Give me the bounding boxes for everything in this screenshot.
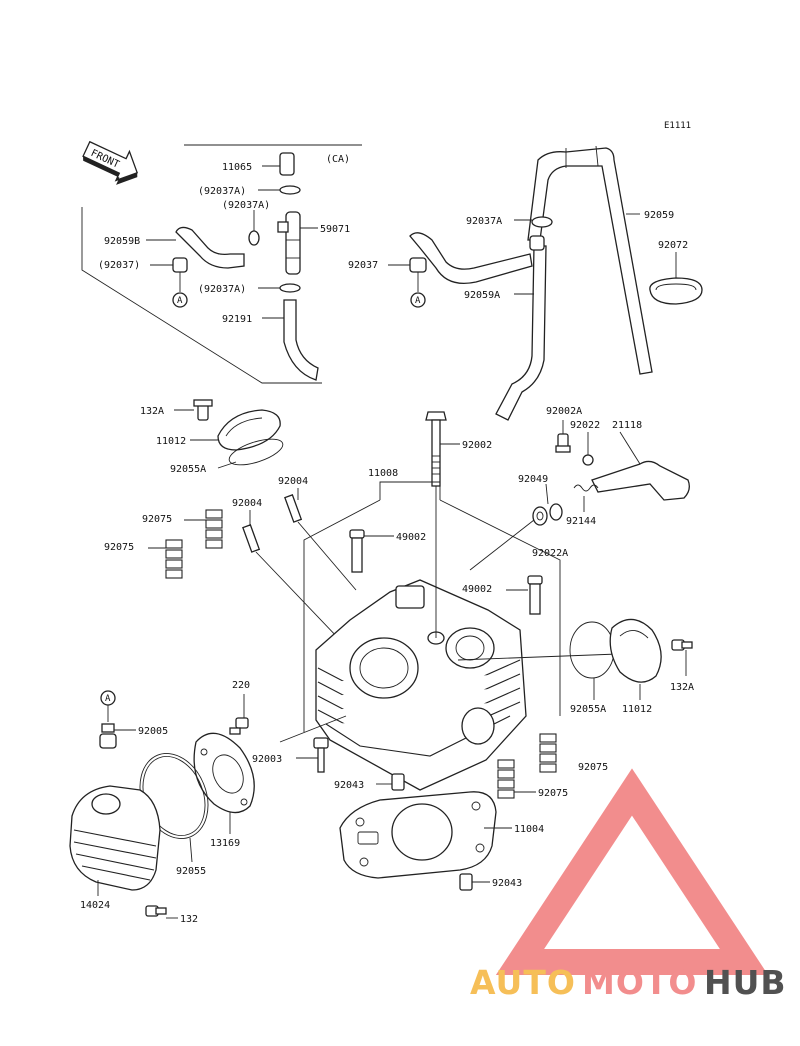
- watermark-logo: AUTO MOTO HUB: [470, 768, 787, 1002]
- valve-guide-stack-c: [539, 733, 557, 773]
- valve-guide-stack-a: [184, 509, 223, 549]
- label-11012-right: 11012: [622, 704, 652, 715]
- bolt-92002: [425, 411, 460, 487]
- label-92022a: 92022A: [532, 548, 568, 559]
- label-92003: 92003: [252, 754, 282, 765]
- label-132a-right: 132A: [670, 682, 694, 693]
- label-92075-c: 92075: [578, 762, 608, 773]
- ref-marker-a2: A: [415, 296, 421, 306]
- label-92055a-right: 92055A: [570, 704, 606, 715]
- label-92075-a: 92075: [142, 514, 172, 525]
- label-220: 220: [232, 680, 250, 691]
- label-92037a: 92037A: [466, 216, 502, 227]
- label-92022: 92022: [570, 420, 600, 431]
- valve-guide-stack-d: [497, 759, 536, 799]
- ca-label: (CA): [326, 154, 350, 165]
- label-92037a-paren-3: (92037A): [198, 284, 246, 295]
- cylinder-head: [315, 579, 527, 791]
- label-132: 132: [180, 914, 198, 925]
- valve-guide-49002-a: [349, 529, 394, 573]
- ca-parts: A: [146, 152, 319, 381]
- diagram-code: E1111: [664, 121, 691, 131]
- watermark-moto: MOTO: [582, 963, 697, 1002]
- label-11008: 11008: [368, 468, 398, 479]
- label-92037-paren: (92037): [98, 260, 140, 271]
- dowel-92043-b: [459, 873, 490, 891]
- ref-marker-a1: A: [177, 296, 183, 306]
- label-92059: 92059: [644, 210, 674, 221]
- label-92037a-paren-2: (92037A): [222, 200, 270, 211]
- label-11065: 11065: [222, 162, 252, 173]
- head-gasket: [339, 791, 512, 879]
- label-14024: 14024: [80, 900, 110, 911]
- label-49002-b: 49002: [462, 584, 492, 595]
- watermark-triangle-icon: [495, 768, 769, 975]
- bolt-132: [145, 905, 178, 919]
- cover-plate-13169: [193, 732, 255, 834]
- label-92055a-top: 92055A: [170, 464, 206, 475]
- label-92055: 92055: [176, 866, 206, 877]
- valve-cover-top: [174, 399, 284, 469]
- label-92037a-paren-1: (92037A): [198, 186, 246, 197]
- label-132a-top: 132A: [140, 406, 164, 417]
- label-92004-b: 92004: [232, 498, 262, 509]
- ref-marker-a3: A: [105, 694, 111, 704]
- label-92075-b: 92075: [104, 542, 134, 553]
- small-bolt-220: [229, 694, 249, 735]
- valve-guide-stack-b: [148, 539, 183, 579]
- label-92191: 92191: [222, 314, 252, 325]
- breather-hose-assembly: A: [388, 145, 703, 421]
- valve-guide-49002-b: [506, 575, 543, 615]
- watermark-hub: HUB: [704, 963, 787, 1002]
- decompression-lever: [532, 420, 690, 526]
- label-21118: 21118: [612, 420, 642, 431]
- label-13169: 13169: [210, 838, 240, 849]
- label-92043-b: 92043: [492, 878, 522, 889]
- studs-92004: [242, 488, 357, 641]
- watermark-auto: AUTO: [470, 963, 576, 1002]
- label-92059b: 92059B: [104, 236, 140, 247]
- front-arrow-icon: FRONT: [82, 140, 139, 185]
- label-92059a: 92059A: [464, 290, 500, 301]
- label-92043-a: 92043: [334, 780, 364, 791]
- label-92004-a: 92004: [278, 476, 308, 487]
- label-92002: 92002: [462, 440, 492, 451]
- label-92049: 92049: [518, 474, 548, 485]
- bolt-92003: [279, 715, 347, 773]
- label-11012-top: 11012: [156, 436, 186, 447]
- label-92144: 92144: [566, 516, 596, 527]
- label-92075-d: 92075: [538, 788, 568, 799]
- label-49002-a: 49002: [396, 532, 426, 543]
- label-59071: 59071: [320, 224, 350, 235]
- label-92037: 92037: [348, 260, 378, 271]
- plug-92005: A: [99, 690, 136, 749]
- label-11004: 11004: [514, 824, 544, 835]
- valve-cover-right: [569, 618, 693, 700]
- label-92072: 92072: [658, 240, 688, 251]
- dowel-92043-a: [376, 773, 405, 791]
- ca-group-outline: (CA): [81, 144, 362, 384]
- label-92002a: 92002A: [546, 406, 582, 417]
- label-92005: 92005: [138, 726, 168, 737]
- cylinder-head-frame: [303, 481, 561, 732]
- side-cover-14024: [69, 785, 161, 896]
